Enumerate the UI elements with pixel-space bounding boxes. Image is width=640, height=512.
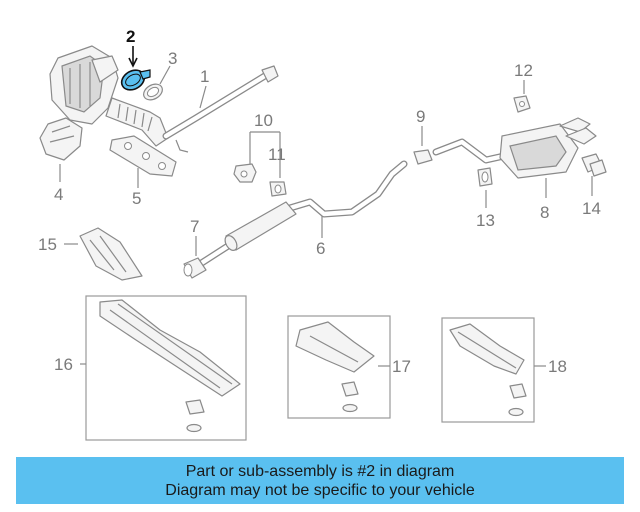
heat-shield-part-18 <box>441 317 535 423</box>
clamp-part-2 <box>120 69 151 91</box>
catalytic-converter <box>49 45 119 125</box>
front-pipe-part-1 <box>105 65 279 153</box>
heat-shield-part-15 <box>79 227 143 281</box>
callout-8: 8 <box>540 203 549 222</box>
callout-16: 16 <box>54 355 73 374</box>
callout-3: 3 <box>168 49 177 68</box>
callout-18: 18 <box>548 357 567 376</box>
mount-part-9 <box>413 149 433 165</box>
heat-shield-part-16 <box>85 295 247 441</box>
gasket-part-5 <box>109 135 177 177</box>
clamp-part-7 <box>183 257 207 279</box>
leader-lines <box>59 46 593 367</box>
gasket-part-3 <box>143 83 163 101</box>
callout-labels: 2 3 1 4 5 10 11 7 6 9 12 8 13 14 15 16 1… <box>38 27 601 376</box>
callout-12: 12 <box>514 61 533 80</box>
callout-15: 15 <box>38 235 57 254</box>
banner-line-1: Part or sub-assembly is #2 in diagram <box>185 463 455 480</box>
callout-4: 4 <box>54 185 63 204</box>
callout-5: 5 <box>132 189 141 208</box>
bracket-part-12 <box>513 95 531 113</box>
callout-9: 9 <box>416 107 425 126</box>
callout-10: 10 <box>254 111 273 130</box>
hanger-part-11 <box>269 181 287 197</box>
isolator-part-13 <box>477 167 493 187</box>
heat-shield-part-17 <box>287 315 391 419</box>
banner-line-2: Diagram may not be specific to your vehi… <box>165 482 475 499</box>
callout-7: 7 <box>190 217 199 236</box>
heat-shield-part-4 <box>39 117 83 161</box>
isolator-part-14 <box>581 153 607 177</box>
callout-2: 2 <box>126 27 135 46</box>
callout-13: 13 <box>476 211 495 230</box>
callout-1: 1 <box>200 67 209 86</box>
callout-11: 11 <box>268 145 286 164</box>
callout-14: 14 <box>582 199 601 218</box>
info-banner: Part or sub-assembly is #2 in diagram Di… <box>16 457 624 504</box>
intermediate-pipe-part-6 <box>196 160 408 268</box>
callout-6: 6 <box>316 239 325 258</box>
hanger-part-10 <box>233 163 257 183</box>
callout-17: 17 <box>392 357 411 376</box>
rear-muffler-part-8 <box>432 117 597 179</box>
